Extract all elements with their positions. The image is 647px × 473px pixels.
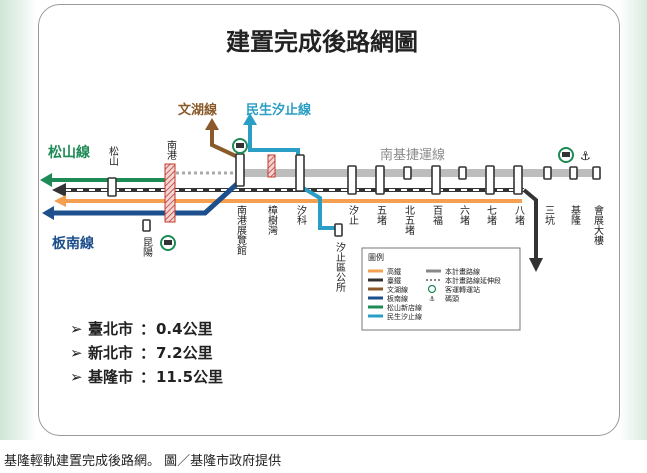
- station-label-songshan: 松山: [107, 145, 119, 166]
- nangang-exhibition-marker: [235, 153, 245, 187]
- distance-list: ➢ 臺北市 ： 0.4公里 ➢ 新北市 ： 7.2公里 ➢ 基隆市 ： 11.5…: [70, 320, 223, 386]
- wenhu-line: [210, 128, 241, 160]
- legend-item: 客運轉運站: [445, 285, 480, 294]
- map-card: [38, 4, 620, 436]
- distance-label: 基隆市: [87, 368, 133, 386]
- exhibition-tower-marker: [592, 166, 601, 180]
- station-label-xizhi: 汐止: [347, 204, 359, 225]
- distance-value: 0.4公里: [156, 320, 213, 338]
- wenhu-line-label: 文湖線: [178, 102, 218, 118]
- distance-arrow-icon: ➢: [70, 320, 83, 338]
- station-label-keelung: 基隆: [569, 204, 581, 225]
- station-markers: [107, 153, 601, 237]
- image-caption: 基隆輕軌建置完成後路網。 圖／基隆市政府提供: [4, 454, 282, 469]
- svg-text:：: ：: [140, 320, 155, 338]
- wenhu-arrow: [205, 118, 219, 130]
- svg-text:：: ：: [140, 368, 155, 386]
- qidu-station-marker: [485, 165, 495, 195]
- wudu-station-marker: [375, 165, 385, 195]
- legend-item: 民生汐止線: [387, 312, 422, 321]
- songshan-station-marker: [107, 177, 117, 197]
- sankeng-station-marker: [543, 166, 552, 180]
- songshan-arrow: [40, 173, 52, 187]
- xizhi-station-marker: [347, 165, 357, 195]
- legend-item: 臺鐵: [387, 276, 401, 285]
- station-label-nangang: 南港: [165, 139, 177, 160]
- legend-item: 松山新店線: [387, 303, 422, 312]
- tra-south-arrow: [529, 258, 543, 272]
- anchor-icon: ⚓: [580, 149, 591, 163]
- xizhi-district-office-marker: [334, 223, 343, 237]
- bus-transfer-icon: [558, 147, 574, 163]
- baifu-station-marker: [431, 165, 441, 195]
- zhangshuwan-station-marker: [267, 154, 276, 178]
- legend-item: 板南線: [387, 294, 408, 303]
- station-label-baifu: 百福: [431, 205, 443, 226]
- legend-item: 本計畫路線延伸段: [445, 276, 501, 285]
- anchor-icon: ⚓: [429, 295, 435, 303]
- distance-value: 7.2公里: [156, 344, 213, 362]
- bannan-line-label: 板南線: [52, 235, 94, 252]
- hsr-west-arrow: [54, 195, 66, 207]
- station-label-wudu: 五堵: [375, 205, 387, 226]
- station-label-xike: 汐科: [295, 204, 307, 226]
- legend-item: 本計畫路線: [445, 267, 480, 276]
- background-right: [619, 0, 647, 440]
- svg-text:：: ：: [140, 344, 155, 362]
- badu-station-marker: [513, 165, 523, 195]
- minsheng-arrow: [243, 113, 257, 125]
- liudu-station-marker: [458, 166, 467, 180]
- station-label-xizhi-district-office: 汐止區公所: [334, 241, 346, 293]
- distance-label: 臺北市: [88, 320, 133, 338]
- keelung-station-marker: [569, 166, 578, 180]
- bannan-line: [52, 159, 243, 216]
- station-label-qidu: 七堵: [485, 205, 497, 226]
- legend-title: 圖例: [368, 252, 384, 262]
- tra-line-south: [522, 188, 538, 260]
- station-label-beiwudu: 北五堵: [403, 205, 415, 236]
- bus-transfer-icon: [160, 235, 176, 251]
- beiwudu-station-marker: [403, 166, 412, 180]
- station-label-kunyang: 昆陽: [141, 237, 153, 258]
- bus-transfer-icon: [232, 138, 248, 154]
- distance-value: 11.5公里: [156, 368, 223, 386]
- legend-item: 文湖線: [387, 285, 408, 294]
- station-label-exhibition-tower: 會展大樓: [592, 204, 604, 246]
- station-label-liudu: 六堵: [458, 205, 470, 226]
- bannan-arrow: [42, 206, 54, 220]
- station-label-badu: 八堵: [513, 205, 525, 226]
- station-label-sankeng: 三坑: [543, 205, 555, 226]
- distance-arrow-icon: ➢: [70, 344, 83, 362]
- songshan-line-label: 松山線: [48, 144, 90, 161]
- nanji-line-label: 南基捷運線: [380, 147, 445, 163]
- legend-item: 高鐵: [387, 267, 401, 276]
- legend: 圖例 高鐵 本計畫路線 臺鐵 本計畫路線延伸段 文湖線 客運轉運站 板南線 ⚓ …: [361, 247, 521, 331]
- station-label-zhangshuwan: 樟樹灣: [266, 204, 278, 236]
- kunyang-station-marker: [142, 219, 151, 232]
- xike-station-marker: [295, 154, 305, 192]
- distance-label: 新北市: [88, 344, 133, 362]
- map-title: 建置完成後路網圖: [226, 28, 418, 56]
- station-label-nangang-exhibition: 南港展覽館: [235, 204, 247, 256]
- background-left: [0, 0, 36, 440]
- nangang-station-marker: [164, 163, 176, 223]
- tra-west-arrow: [52, 183, 66, 197]
- legend-item: 碼頭: [445, 295, 459, 303]
- distance-arrow-icon: ➢: [70, 368, 83, 386]
- minsheng-line-label: 民生汐止線: [246, 102, 312, 118]
